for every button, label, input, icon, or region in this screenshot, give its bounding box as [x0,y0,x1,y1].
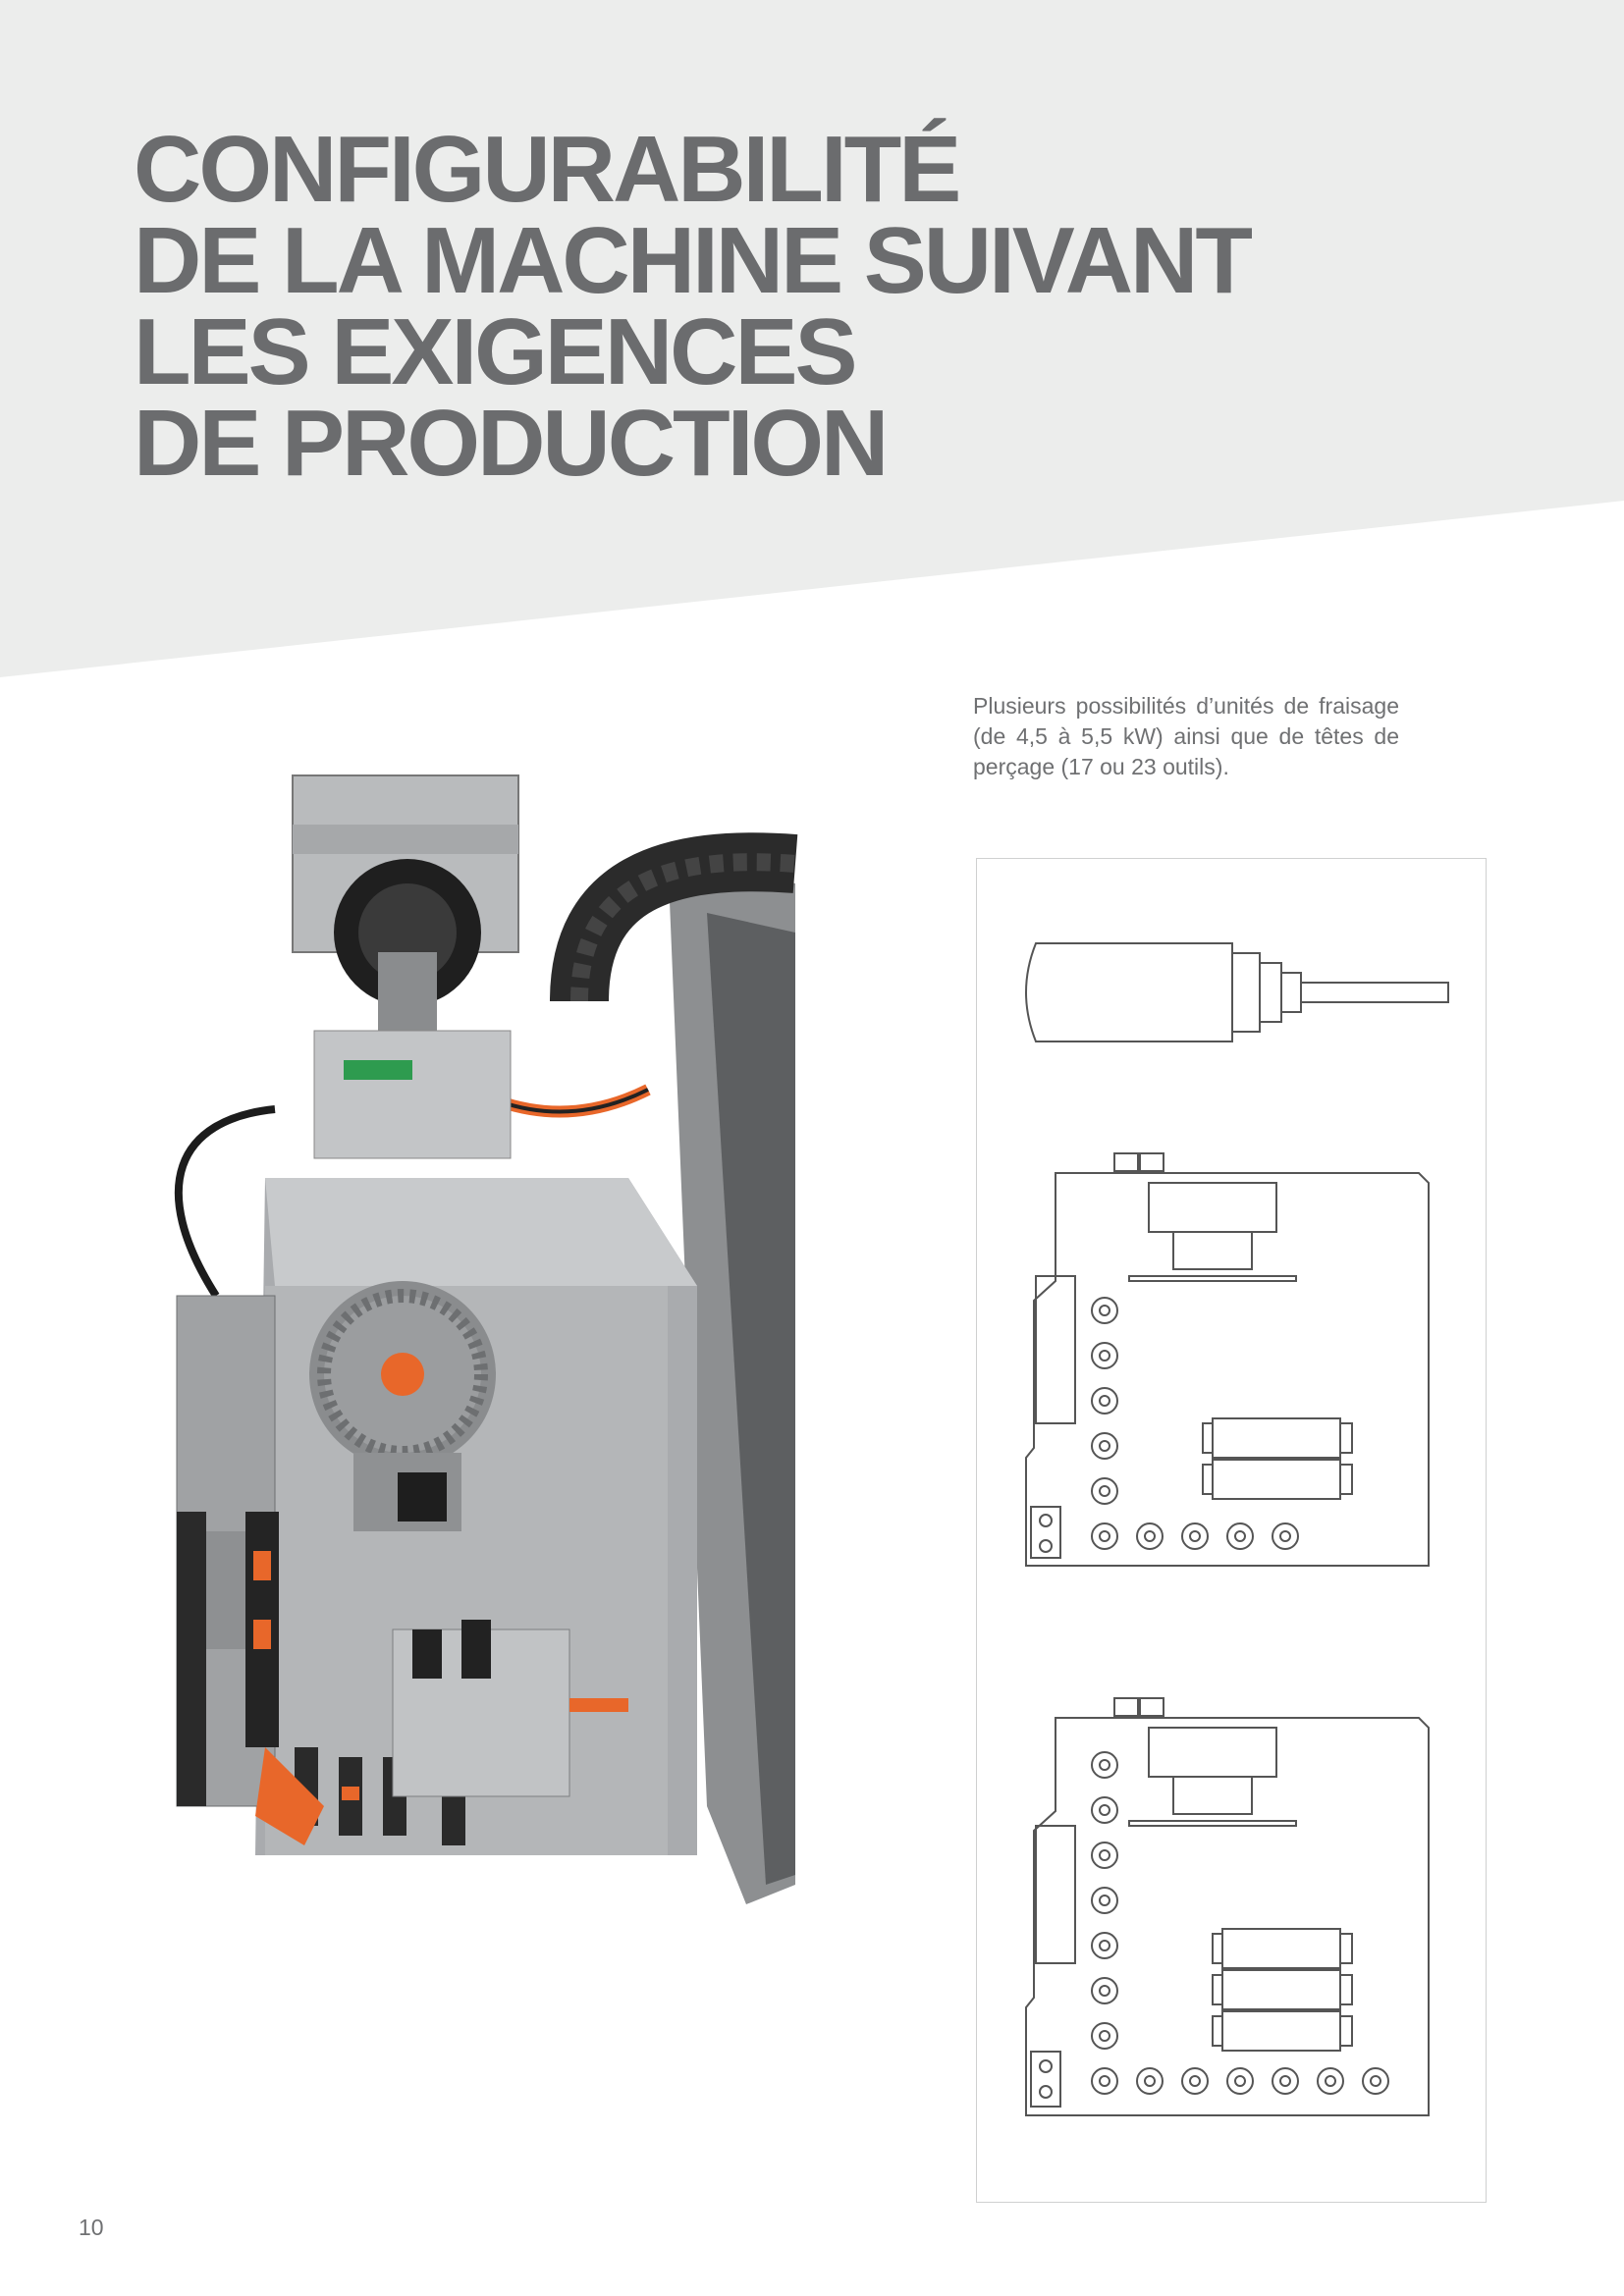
drill-spindle [1091,1477,1118,1505]
drill-spindle-core [1144,2075,1156,2087]
drill-spindle-core [1099,2075,1110,2087]
spindle-motor-drawing [1025,942,1449,1042]
drill-spindle [1091,1297,1118,1324]
drill-spindles-head-17 [1091,1297,1299,1550]
drill-spindle [1272,2067,1299,2095]
drill-spindle-core [1279,2075,1291,2087]
drill-spindle-core [1099,1759,1110,1771]
drill-spindle-core [1099,1395,1110,1407]
drill-spindle [1226,2067,1254,2095]
drill-spindle [1091,1796,1118,1824]
drill-spindle-core [1099,1350,1110,1362]
drill-spindle [1091,1932,1118,1959]
machine-photo [174,774,798,1904]
page-title-line-2: DE LA MACHINE SUIVANT [134,208,1253,313]
drill-spindle-core [1370,2075,1381,2087]
drill-spindle-core [1234,2075,1246,2087]
drill-spindle-core [1099,1440,1110,1452]
drill-spindles-head-23 [1091,1751,1389,2095]
drill-spindle [1091,2022,1118,2050]
drill-spindle-core [1099,1849,1110,1861]
drill-spindle-core [1099,2030,1110,2042]
drill-spindle-core [1279,1530,1291,1542]
drill-spindle-core [1189,1530,1201,1542]
drill-spindle-core [1099,1530,1110,1542]
drill-spindle-core [1099,1305,1110,1316]
drilling-head-17-drawing [1025,1152,1430,1567]
drill-spindle-core [1099,1940,1110,1951]
drilling-head-23-drawing [1025,1697,1430,2116]
drill-spindle [1181,1522,1209,1550]
page-title: CONFIGURABILITÉ DE LA MACHINE SUIVANT LE… [134,117,1253,496]
drill-spindle [1091,1387,1118,1415]
drill-spindle [1091,1432,1118,1460]
drill-spindle [1272,1522,1299,1550]
drill-spindle [1091,1842,1118,1869]
page-title-line-4: DE PRODUCTION [134,391,889,496]
page-title-line-1: CONFIGURABILITÉ [134,117,961,222]
drill-spindle-core [1234,1530,1246,1542]
drill-spindle-core [1189,2075,1201,2087]
drill-spindle [1091,1887,1118,1914]
caption-text: Plusieurs possibilités d’unités de frais… [973,693,1399,779]
drill-spindle [1091,1977,1118,2004]
drill-spindle [1091,1342,1118,1369]
drill-spindle-core [1099,1895,1110,1906]
drill-spindle-core [1099,1804,1110,1816]
drill-spindle [1181,2067,1209,2095]
drill-spindle [1136,1522,1164,1550]
drill-spindle [1091,1522,1118,1550]
spindle-motor [292,774,519,1031]
horizontal-drill-block [392,1620,628,1797]
drill-spindle [1091,2067,1118,2095]
head-body [255,1178,697,1855]
drill-spindle-core [1144,1530,1156,1542]
drill-spindle [1317,2067,1344,2095]
cable-chain [550,832,798,1002]
drill-spindle-core [1099,1985,1110,1997]
technical-drawings-panel [976,858,1487,2203]
drill-spindle [1362,2067,1389,2095]
drill-spindle [1136,2067,1164,2095]
drill-spindle-core [1099,1485,1110,1497]
drill-spindle-core [1325,2075,1336,2087]
drill-spindle [1226,1522,1254,1550]
page-title-line-3: LES EXIGENCES [134,299,858,404]
drill-spindle [1091,1751,1118,1779]
page-number: 10 [79,2215,104,2240]
